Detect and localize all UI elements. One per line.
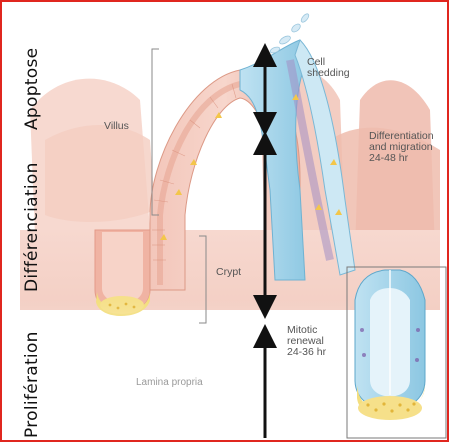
label-lamina-propria: Lamina propria [136,377,203,388]
label-differentiation-line3: 24-48 hr [369,153,434,164]
label-mitotic-renewal: Mitotic renewal 24-36 hr [287,325,326,358]
lamina-propria-region [20,300,350,430]
label-villus: Villus [104,121,129,132]
side-label-apoptose: Apoptose [22,48,42,130]
right-crypt [355,270,425,420]
side-label-differenciation: Différenciation [22,162,42,292]
side-label-proliferation: Prolifération [22,331,42,438]
label-cell-shedding-line2: shedding [307,68,350,79]
label-crypt: Crypt [216,267,241,278]
label-differentiation: Differentiation and migration 24-48 hr [369,131,434,164]
label-mitotic-line3: 24-36 hr [287,347,326,358]
label-cell-shedding: Cell shedding [307,57,350,79]
